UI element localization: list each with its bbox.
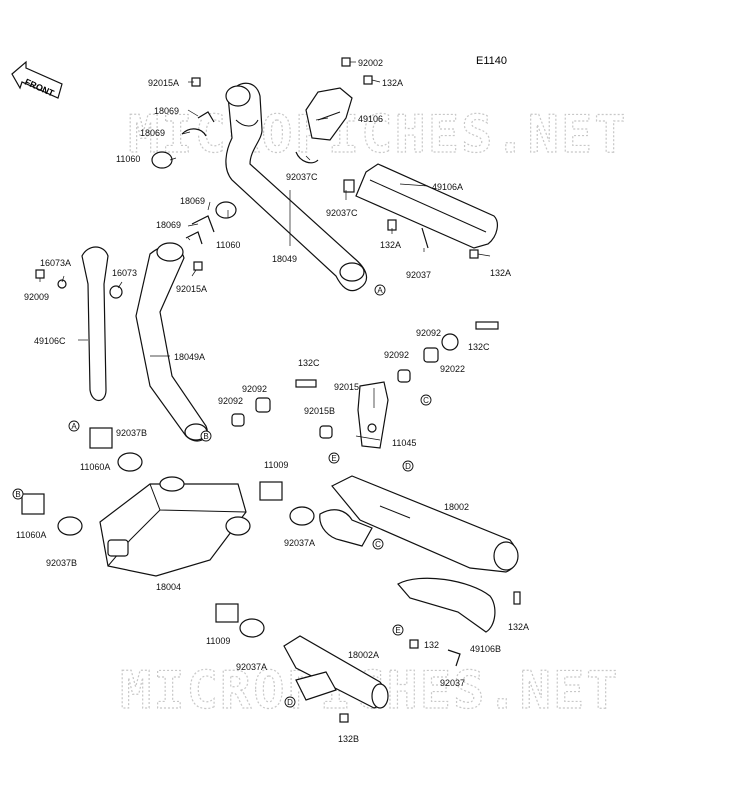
label-49106A: 49106A [432,182,463,192]
leader-lines [39,61,491,441]
label-11009-a: 11009 [264,460,288,470]
heat-shield-49106A [355,163,498,249]
label-132A-right: 132A [490,268,511,278]
svg-text:D: D [287,698,293,707]
collector-box-18004 [99,476,251,577]
svg-text:E: E [395,626,400,635]
heat-shield-49106C [81,246,109,402]
label-11060A-a: 11060A [80,462,110,472]
label-18004: 18004 [156,582,181,592]
label-92092-d: 92092 [218,396,243,406]
label-11060-a: 11060 [116,154,140,164]
diagram-code: E1140 [476,55,507,67]
exhaust-pipe-18049A [135,242,208,442]
label-92037-low: 92037 [440,678,465,688]
label-132A-low: 132A [508,622,529,632]
label-18002: 18002 [444,502,469,512]
label-49106: 49106 [358,114,383,124]
label-18002A: 18002A [348,650,379,660]
front-arrow-icon: FRONT [11,60,63,99]
svg-text:A: A [377,286,383,295]
label-11009-b: 11009 [206,636,230,646]
callout-B-lower: B [12,488,24,500]
label-92015: 92015 [334,382,359,392]
label-132A-top: 132A [382,78,403,88]
label-18069-c: 18069 [180,196,205,206]
label-92092-b: 92092 [384,350,409,360]
label-92037A-a: 92037A [284,538,315,548]
label-132B: 132B [338,734,359,744]
label-18049: 18049 [272,254,297,264]
label-92037C-a: 92037C [286,172,318,182]
callout-C-lower: C [372,538,384,550]
svg-text:E: E [331,454,336,463]
svg-text:B: B [15,490,20,499]
label-92037: 92037 [406,270,431,280]
label-18069-a: 18069 [154,106,179,116]
label-92015A-mid: 92015A [176,284,207,294]
svg-text:C: C [375,540,381,549]
label-92009: 92009 [24,292,49,302]
bracket-11045 [357,381,389,449]
muffler-18002A [283,635,389,709]
label-92092-a: 92092 [416,328,441,338]
heat-shield-49106 [305,87,353,141]
exhaust-pipe-18049 [225,82,368,292]
callout-B-upper: B [200,430,212,442]
label-49106B: 49106B [470,644,501,654]
muffler-18002 [319,475,519,573]
label-132: 132 [424,640,439,650]
label-11045: 11045 [392,438,416,448]
label-11060-b: 11060 [216,240,240,250]
callout-D-upper: D [402,460,414,472]
label-92002: 92002 [358,58,383,68]
label-92037B-b: 92037B [46,558,77,568]
small-hardware [21,57,521,723]
label-92092-c: 92092 [242,384,267,394]
svg-text:B: B [203,432,208,441]
label-132C-a: 132C [468,342,490,352]
label-18069-b: 18069 [140,128,165,138]
callout-D-lower: D [284,696,296,708]
label-92015A-top: 92015A [148,78,179,88]
heat-shield-49106B [397,577,496,633]
label-92037C-b: 92037C [326,208,358,218]
label-16073: 16073 [112,268,137,278]
label-132A-mid: 132A [380,240,401,250]
callout-E-lower: E [392,624,404,636]
callout-A-lower: A [68,420,80,432]
label-18049A: 18049A [174,352,205,362]
label-92037B-a: 92037B [116,428,147,438]
svg-text:D: D [405,462,411,471]
callout-A-upper: A [374,284,386,296]
watermark-top: MICROFICHES.NET [128,105,628,165]
label-16073A: 16073A [40,258,71,268]
label-132C-b: 132C [298,358,320,368]
part-labels: 92015A 18069 18069 11060 92002 132A 4910… [16,58,529,744]
label-92037A-b: 92037A [236,662,267,672]
label-18069-d: 18069 [156,220,181,230]
svg-text:C: C [423,396,429,405]
callout-C-upper: C [420,394,432,406]
label-92022: 92022 [440,364,465,374]
svg-text:A: A [71,422,77,431]
label-92015B: 92015B [304,406,335,416]
callout-E-upper: E [328,452,340,464]
label-49106C: 49106C [34,336,66,346]
label-11060A-b: 11060A [16,530,46,540]
